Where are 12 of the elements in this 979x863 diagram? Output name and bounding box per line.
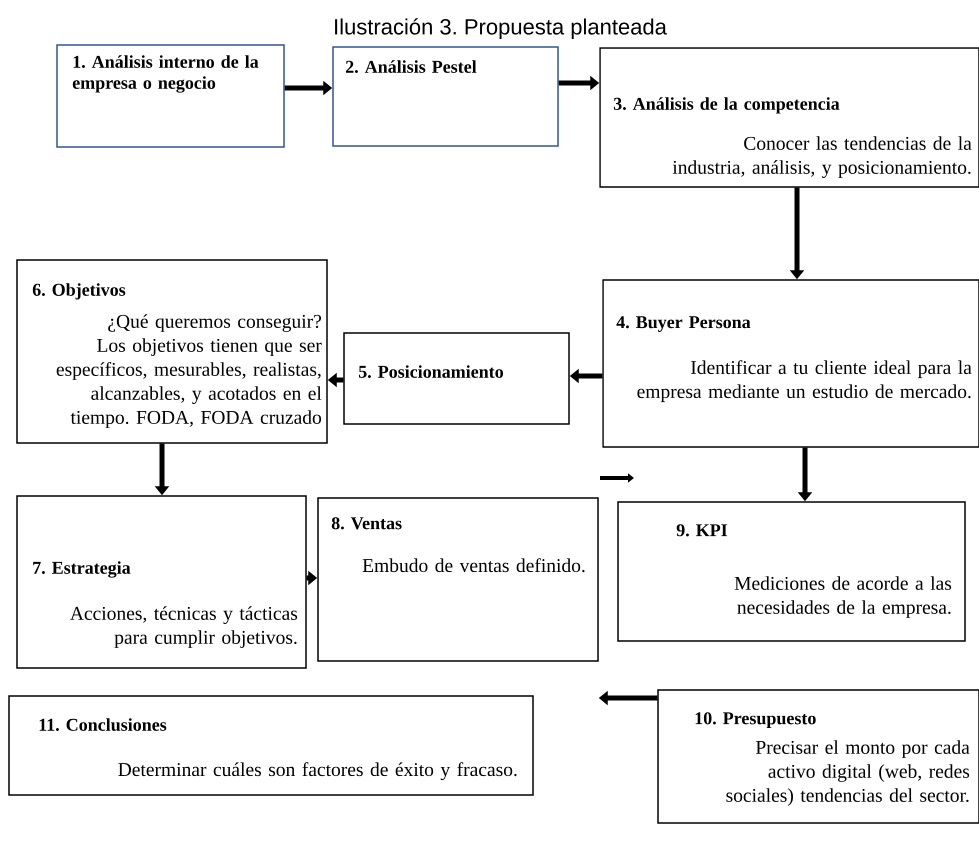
process-box: 6. Objetivos ¿Qué queremos conseguir? Los objetivos tienen que ser específicos, mesurables, realistas, alcanzables, y acotados en el tiempo. FODA, FODA cruzado: [16, 259, 328, 444]
process-box: 9. KPI Mediciones de acorde a las necesidades de la empresa.: [617, 501, 966, 642]
process-box: 10. Presupuesto Precisar el monto por cada activo digital (web, redes sociales) tendencias del sector.: [657, 689, 979, 824]
process-box: 2. Análisis Pestel: [332, 46, 559, 147]
process-box: 5. Posicionamiento: [343, 332, 570, 425]
process-box: 4. Buyer Persona Identificar a tu cliente ideal para la empresa mediante un estudio de mercado.: [602, 279, 979, 448]
process-box: 8. Ventas Embudo de ventas definido.: [317, 497, 599, 662]
process-box: 7. Estrategia Acciones, técnicas y tácticas para cumplir objetivos.: [16, 495, 307, 669]
process-box: 11. Conclusiones Determinar cuáles son factores de éxito y fracaso.: [8, 695, 534, 796]
title: Ilustración 3. Propuesta planteada: [335, 18, 667, 39]
process-box: 3. Análisis de la competencia Conocer las tendencias de la industria, análisis, y posicionamiento.: [599, 47, 979, 188]
process-box: 1. Análisis interno de la empresa o negocio: [56, 44, 285, 148]
